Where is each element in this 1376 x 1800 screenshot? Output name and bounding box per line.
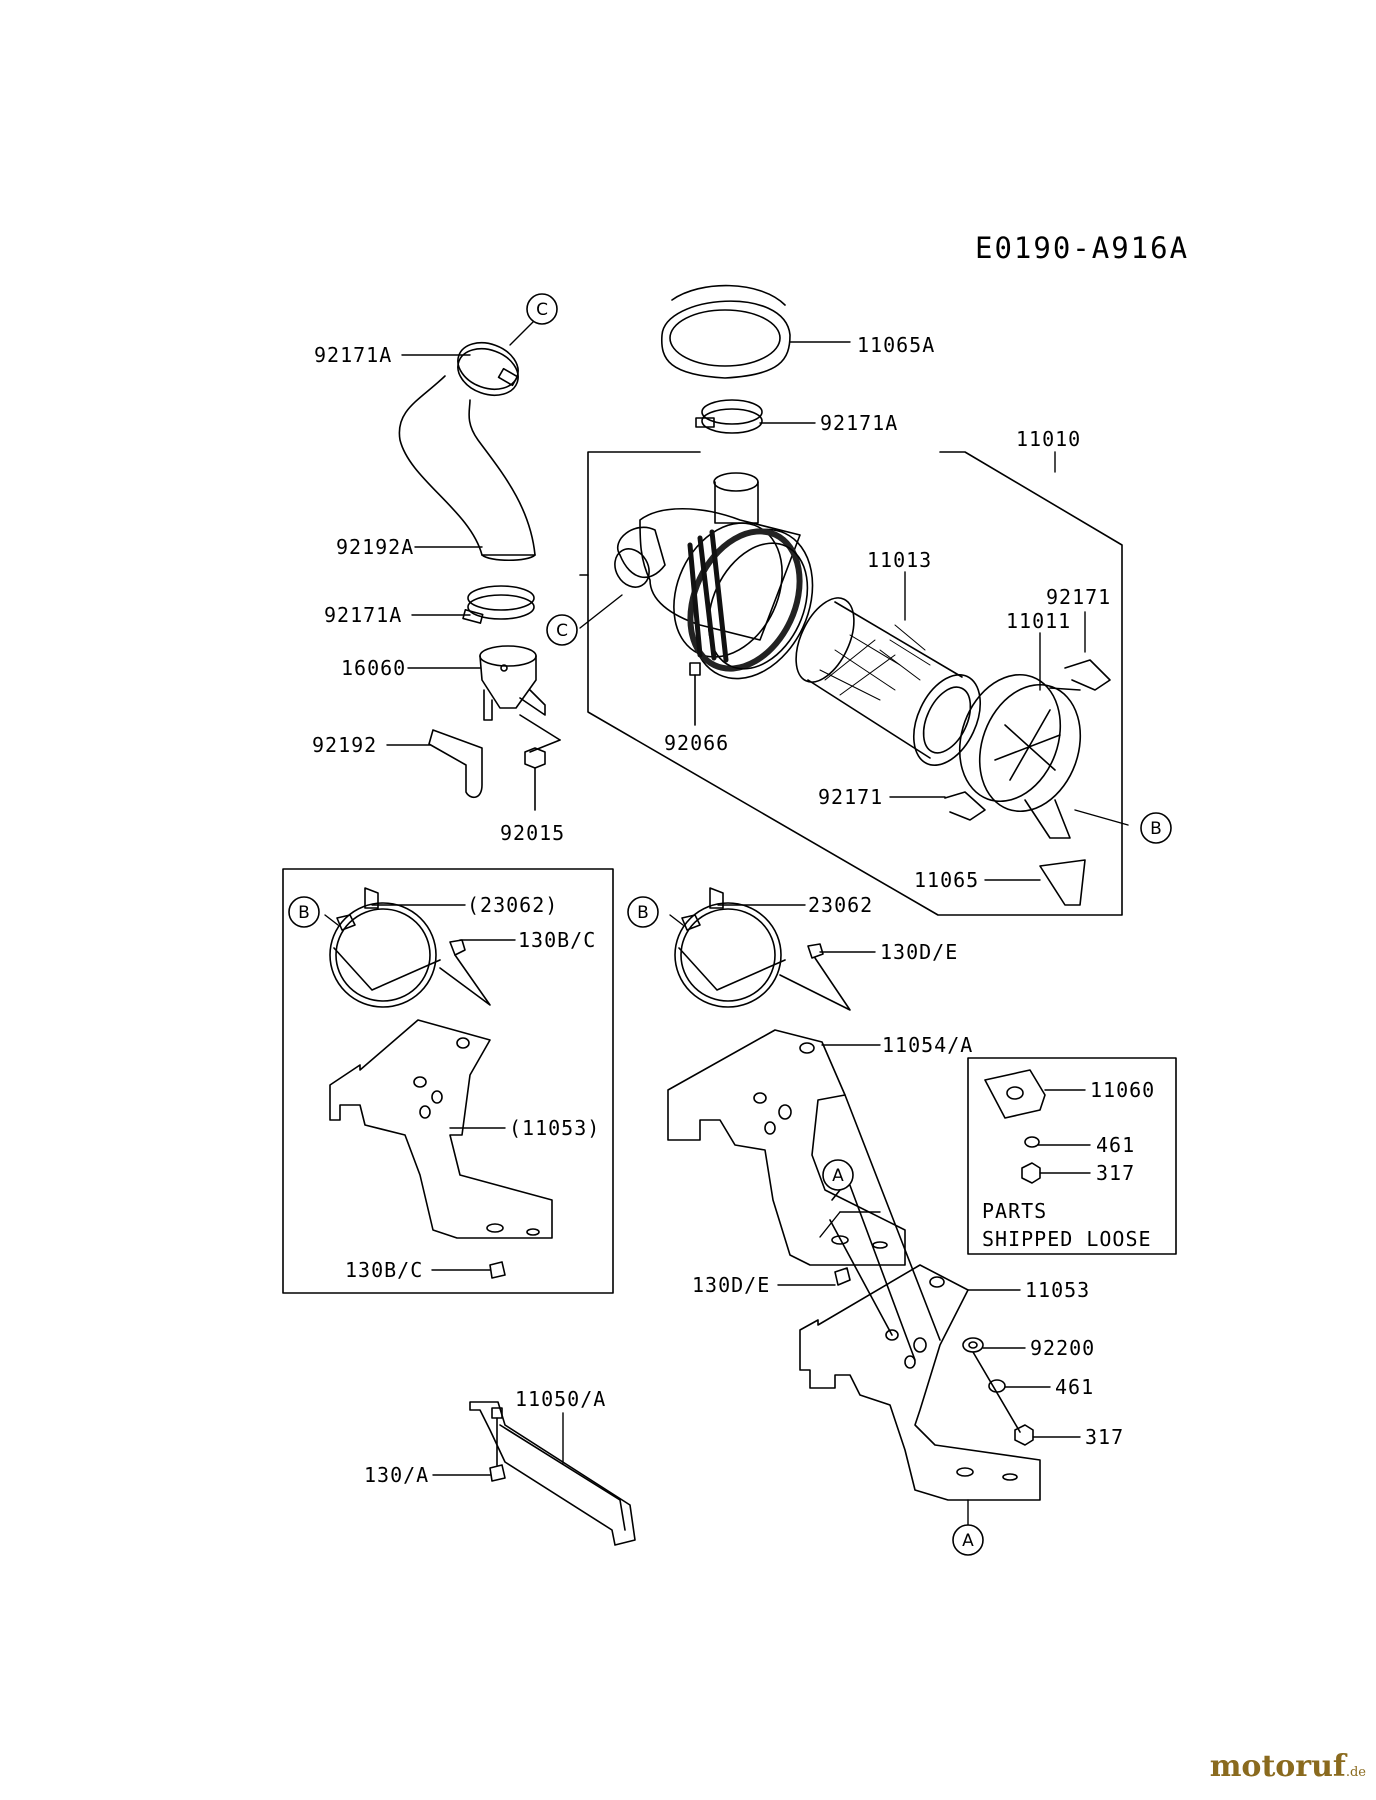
band-clamp-23062 bbox=[674, 887, 786, 1008]
callout-c-housing: C bbox=[546, 614, 578, 646]
part-label: 317 bbox=[1085, 1425, 1124, 1449]
part-label: 92200 bbox=[1030, 1336, 1095, 1360]
svg-text:C: C bbox=[536, 300, 548, 320]
bracket-11050a bbox=[469, 1401, 636, 1546]
air-cleaner-housing bbox=[614, 472, 814, 680]
part-label: (23062) bbox=[467, 893, 558, 917]
watermark-name: motoruf bbox=[1209, 1749, 1346, 1784]
drain-tube-92192 bbox=[428, 729, 483, 799]
bolt-130bc-inset-bottom bbox=[489, 1261, 506, 1279]
part-label: 92171A bbox=[314, 343, 392, 367]
bracket-11053 bbox=[799, 1264, 1041, 1501]
part-label: 11053 bbox=[1025, 1278, 1090, 1302]
shipped-loose-frame bbox=[967, 1057, 1177, 1255]
callout-b-inset: B bbox=[288, 896, 320, 928]
inset-frame bbox=[282, 868, 614, 1294]
part-label: 16060 bbox=[341, 656, 406, 680]
part-label: 11060 bbox=[1090, 1078, 1155, 1102]
washer-92200 bbox=[962, 1337, 984, 1353]
svg-text:B: B bbox=[637, 903, 649, 923]
part-label: 130B/C bbox=[518, 928, 596, 952]
part-label: 92192 bbox=[312, 733, 377, 757]
part-label: 92171 bbox=[1046, 585, 1111, 609]
part-label: 92192A bbox=[336, 535, 414, 559]
part-label: 461 bbox=[1055, 1375, 1094, 1399]
clip-92171-upper bbox=[1064, 659, 1111, 691]
bolt-130a bbox=[489, 1464, 506, 1482]
part-label: 92171A bbox=[324, 603, 402, 627]
part-labels: 92171A 11065A 92171A 11010 92192A 11013 … bbox=[312, 333, 1155, 1487]
svg-text:A: A bbox=[962, 1531, 974, 1551]
intake-adapter-16060 bbox=[479, 645, 546, 721]
part-label: 11013 bbox=[867, 548, 932, 572]
svg-text:B: B bbox=[298, 903, 310, 923]
part-label: 92171A bbox=[820, 411, 898, 435]
svg-text:A: A bbox=[832, 1166, 844, 1186]
part-label: 461 bbox=[1096, 1133, 1135, 1157]
watermark-logo: motoruf.de bbox=[1210, 1749, 1366, 1784]
shipped-loose-line1: PARTS bbox=[982, 1199, 1047, 1223]
hose-clamp-92171a-middle bbox=[462, 585, 535, 624]
clip-92171-lower bbox=[944, 791, 986, 821]
loose-lockwasher-461 bbox=[1024, 1136, 1040, 1148]
leader-lines bbox=[324, 319, 1129, 1526]
part-label: 23062 bbox=[808, 893, 873, 917]
part-label: 11065A bbox=[857, 333, 935, 357]
part-label: 130/A bbox=[364, 1463, 429, 1487]
bolt-130de-bottom bbox=[834, 1267, 851, 1286]
bolt-130bc-inset-top bbox=[449, 939, 466, 956]
part-label: 130D/E bbox=[692, 1273, 770, 1297]
svg-text:B: B bbox=[1150, 819, 1162, 839]
callout-c-top: C bbox=[526, 293, 558, 325]
evacuator-valve-11065 bbox=[1039, 859, 1086, 906]
clamp-92171a-upper bbox=[695, 399, 763, 434]
callout-a-upper: A bbox=[822, 1159, 854, 1191]
gasket-11060 bbox=[984, 1069, 1046, 1119]
part-label: (11053) bbox=[509, 1116, 600, 1140]
part-label: 130D/E bbox=[880, 940, 958, 964]
callout-a-lower: A bbox=[952, 1524, 984, 1556]
part-label: 11054/A bbox=[882, 1033, 973, 1057]
loose-nut-317 bbox=[1021, 1162, 1041, 1184]
part-label: 11065 bbox=[914, 868, 979, 892]
cap-11065a bbox=[660, 284, 791, 379]
nut-317 bbox=[1014, 1424, 1034, 1446]
drain-plug-92066 bbox=[689, 662, 701, 676]
svg-text:C: C bbox=[556, 621, 568, 641]
part-label: 92066 bbox=[664, 731, 729, 755]
filter-element-11013 bbox=[795, 597, 982, 766]
part-label: 92015 bbox=[500, 821, 565, 845]
cover-11011 bbox=[958, 673, 1082, 839]
callout-b-cover: B bbox=[1140, 812, 1172, 844]
nut-92015 bbox=[524, 747, 546, 769]
hose-clamp-92171a-top bbox=[457, 341, 519, 397]
part-label: 317 bbox=[1096, 1161, 1135, 1185]
bracket-11054a bbox=[667, 1029, 906, 1266]
callout-b-main: B bbox=[627, 896, 659, 928]
shipped-loose-line2: SHIPPED LOOSE bbox=[982, 1227, 1152, 1251]
assembly-11010-outline bbox=[587, 451, 1123, 916]
diagram-code: E0190-A916A bbox=[975, 231, 1189, 265]
intake-hose-92192a bbox=[398, 375, 536, 556]
bolt-130de-top bbox=[807, 943, 824, 959]
band-clamp-23062-inset bbox=[329, 887, 441, 1008]
part-label: 11011 bbox=[1006, 609, 1071, 633]
part-label: 11010 bbox=[1016, 427, 1081, 451]
watermark-suffix: .de bbox=[1345, 1765, 1366, 1780]
part-label: 92171 bbox=[818, 785, 883, 809]
part-label: 11050/A bbox=[515, 1387, 606, 1411]
part-label: 130B/C bbox=[345, 1258, 423, 1282]
bracket-11053-inset bbox=[329, 1019, 553, 1239]
